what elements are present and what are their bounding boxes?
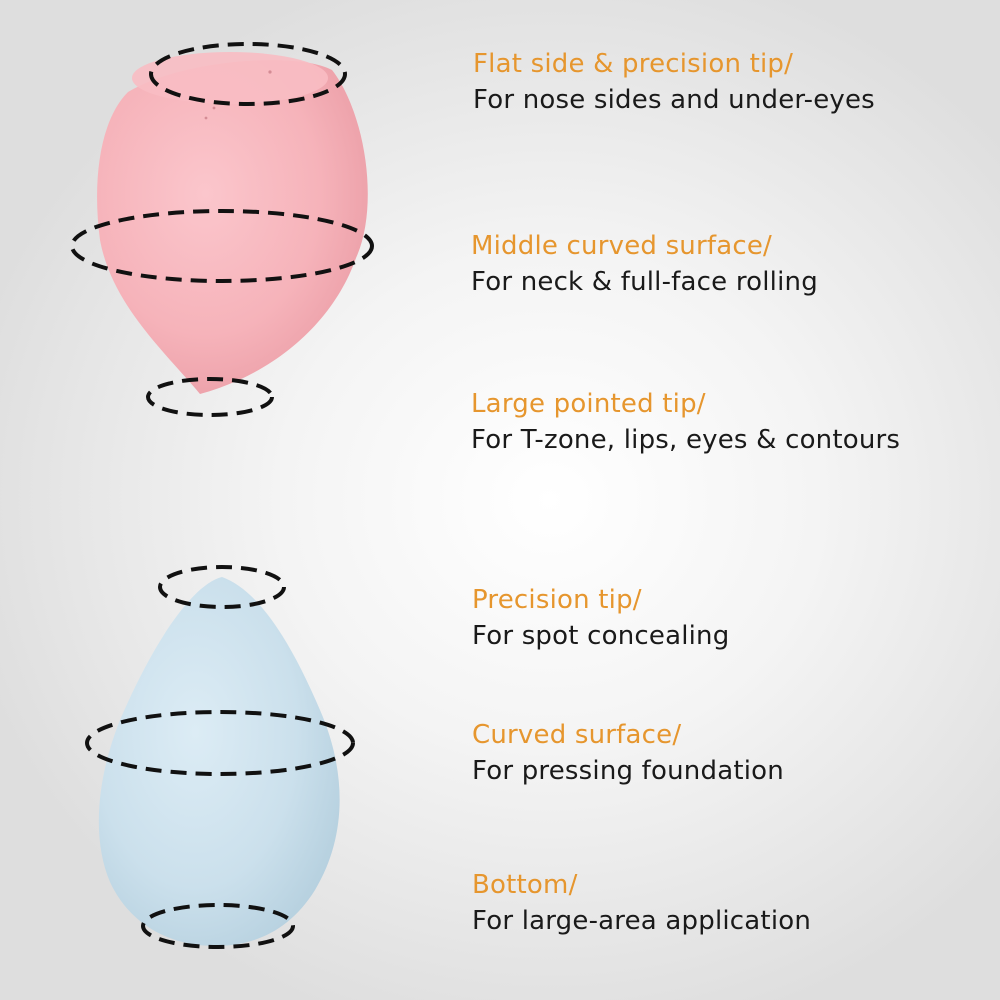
label-bottom: Bottom/ For large-area application [472,870,812,937]
pink-sponge [70,42,374,417]
blue-middle-ring [85,710,355,776]
label-precision-tip: Precision tip/ For spot concealing [472,585,730,652]
pink-flat-side [132,52,328,104]
label-description: For nose sides and under-eyes [473,84,875,115]
pink-middle-ring [70,209,374,283]
label-heading: Large pointed tip/ [471,389,706,419]
label-heading: Bottom/ [472,870,578,900]
blue-sponge [85,565,355,949]
label-description: For large-area application [472,905,812,936]
label-heading: Middle curved surface/ [471,231,773,261]
label-description: For neck & full-face rolling [471,266,818,297]
blue-bottom-ring [141,903,295,949]
label-curved-surface: Curved surface/ For pressing foundation [472,720,784,787]
label-middle-curved-surface: Middle curved surface/ For neck & full-f… [471,231,818,298]
blue-top-ring [158,565,286,609]
blue-sponge-body [98,577,340,946]
label-heading: Precision tip/ [472,585,642,615]
label-description: For T-zone, lips, eyes & contours [471,424,901,455]
label-description: For pressing foundation [472,755,784,786]
label-flat-side: Flat side & precision tip/ For nose side… [473,49,875,116]
label-large-pointed-tip: Large pointed tip/ For T-zone, lips, eye… [471,389,901,456]
pink-sponge-body [97,60,368,394]
label-heading: Flat side & precision tip/ [473,49,794,79]
pink-tip-ring [146,377,274,417]
label-description: For spot concealing [472,620,730,651]
pink-top-ring [149,42,347,106]
label-heading: Curved surface/ [472,720,682,750]
